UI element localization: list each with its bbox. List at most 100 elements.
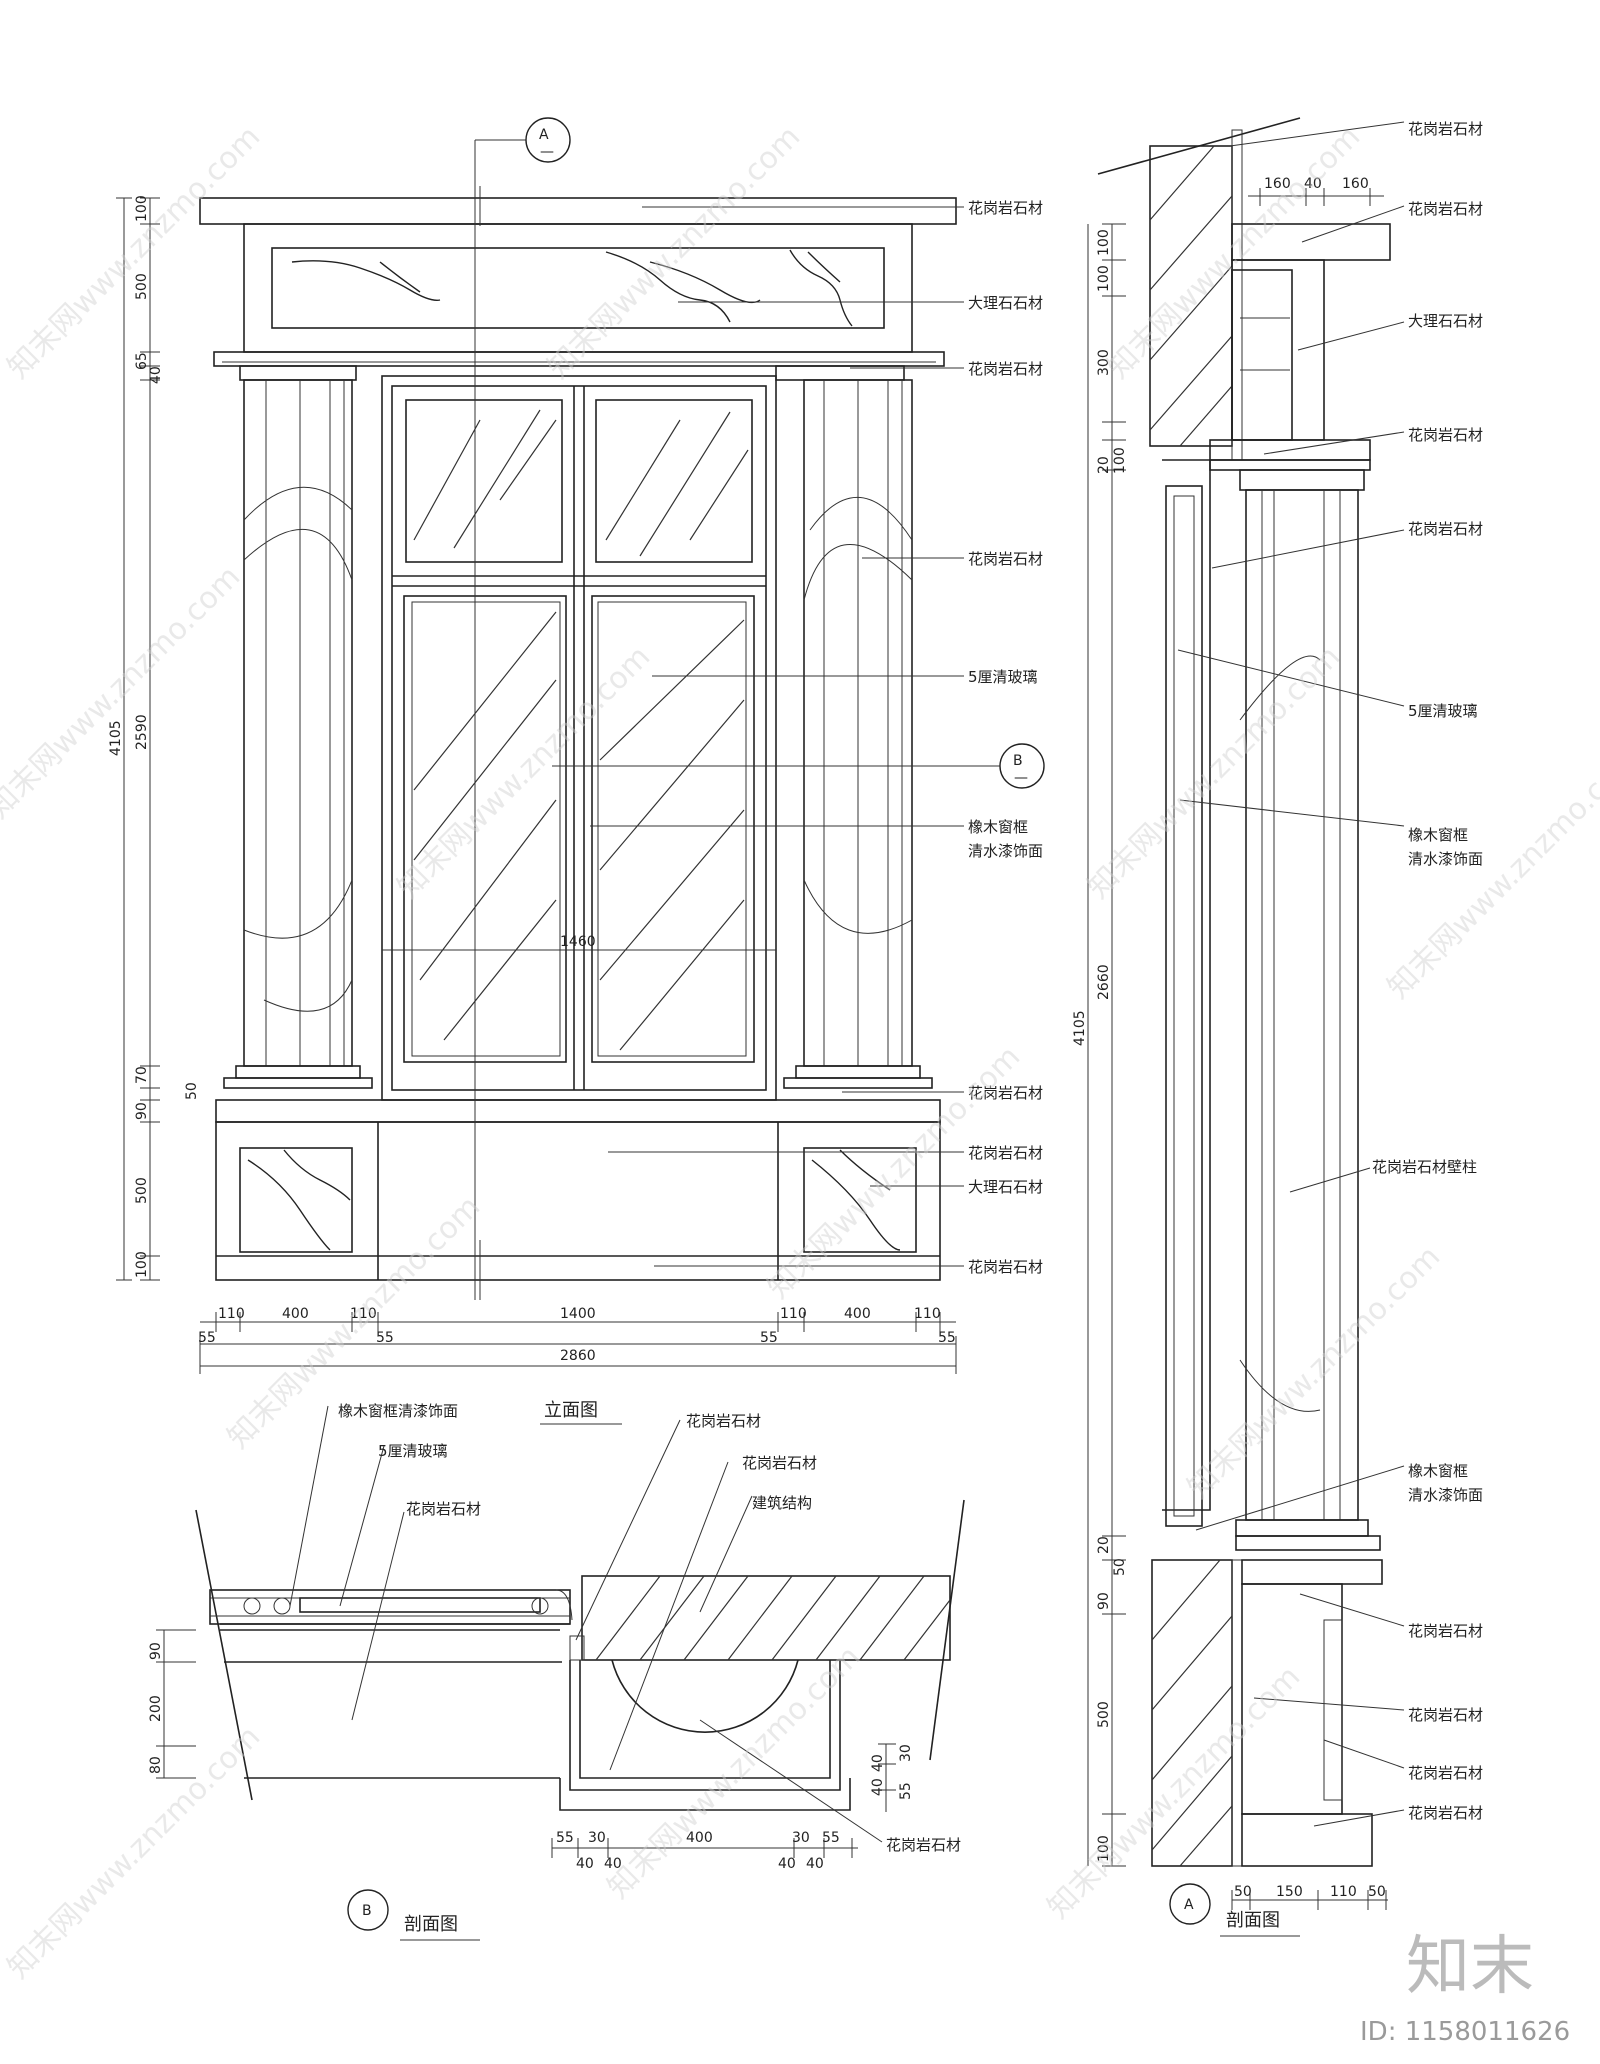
svg-text:40: 40 — [870, 1778, 886, 1796]
label-glass: 5厘清玻璃 — [968, 668, 1038, 686]
svg-text:110: 110 — [780, 1306, 807, 1322]
svg-text:55: 55 — [822, 1830, 840, 1846]
svg-text:40: 40 — [576, 1856, 594, 1872]
section-b-view: 橡木窗框清漆饰面 5厘清玻璃 花岗岩石材 花岗岩石材 花岗岩石材 建筑结构 花岗… — [148, 1402, 965, 1941]
svg-text:55: 55 — [938, 1330, 956, 1346]
watermarks: 知末网www.znzmo.com 知末网www.znzmo.com 知末网www… — [0, 119, 1600, 1985]
svg-text:30: 30 — [898, 1744, 914, 1762]
watermark-1: 知末网www.znzmo.com — [1, 119, 267, 385]
svg-text:55: 55 — [198, 1330, 216, 1346]
watermark-6: 知末网www.znzmo.com — [1081, 639, 1347, 905]
svg-text:55: 55 — [760, 1330, 778, 1346]
label-granite-top: 花岗岩石材 — [968, 199, 1043, 217]
svg-text:90: 90 — [148, 1642, 164, 1660]
svg-text:65: 65 — [134, 352, 150, 370]
svg-text:90: 90 — [134, 1102, 150, 1120]
inner-width-dim: 1460 — [560, 934, 596, 950]
svg-text:40: 40 — [778, 1856, 796, 1872]
label-granite-column: 花岗岩石材 — [968, 550, 1043, 568]
label-a-pilaster: 花岗岩石材壁柱 — [1372, 1158, 1477, 1176]
svg-text:80: 80 — [148, 1756, 164, 1774]
watermark-7: 知末网www.znzmo.com — [1381, 739, 1600, 1005]
label-a-marble: 大理石石材 — [1408, 312, 1483, 330]
section-b-labels: 橡木窗框清漆饰面 5厘清玻璃 花岗岩石材 花岗岩石材 花岗岩石材 建筑结构 花岗… — [338, 1402, 961, 1854]
svg-text:40: 40 — [870, 1754, 886, 1772]
elevation-title: 立面图 — [544, 1400, 598, 1421]
section-b-bottom-dims: 55 30 400 30 55 40 40 40 40 — [556, 1830, 840, 1872]
svg-text:110: 110 — [350, 1306, 377, 1322]
svg-text:70: 70 — [134, 1066, 150, 1084]
svg-text:100: 100 — [1096, 265, 1112, 292]
svg-text:100: 100 — [1112, 447, 1128, 474]
elevation-bottom-dims: 110 400 110 1400 110 400 110 55 55 55 55… — [198, 1306, 956, 1364]
label-frame-line1: 橡木窗框 — [968, 818, 1028, 836]
svg-text:40: 40 — [1304, 176, 1322, 192]
label-granite-base: 花岗岩石材 — [968, 1144, 1043, 1162]
label-a-frame2-l2: 清水漆饰面 — [1408, 1486, 1483, 1504]
label-a-granite-7: 花岗岩石材 — [1408, 1764, 1483, 1782]
label-marble-frieze: 大理石石材 — [968, 294, 1043, 312]
label-b-structure: 建筑结构 — [752, 1494, 812, 1512]
elevation-vertical-dims: 100 500 65 40 2590 70 50 90 500 100 4105 — [108, 195, 200, 1278]
label-a-frame2-l1: 橡木窗框 — [1408, 1462, 1468, 1480]
section-a-view: 花岗岩石材 花岗岩石材 大理石石材 花岗岩石材 花岗岩石材 5厘清玻璃 橡木窗框… — [1072, 117, 1483, 1937]
svg-text:55: 55 — [898, 1782, 914, 1800]
svg-text:400: 400 — [844, 1306, 871, 1322]
label-b-granite-top2: 花岗岩石材 — [742, 1454, 817, 1472]
label-a-granite-4: 花岗岩石材 — [1408, 520, 1483, 538]
svg-text:300: 300 — [1096, 349, 1112, 376]
section-a-overall-height: 4105 — [1072, 1010, 1088, 1046]
brand-logo-text: 知末 — [1406, 1930, 1534, 2004]
svg-text:B: B — [362, 1903, 372, 1919]
section-a-labels: 花岗岩石材 花岗岩石材 大理石石材 花岗岩石材 花岗岩石材 5厘清玻璃 橡木窗框… — [1372, 120, 1483, 1822]
label-a-granite-6: 花岗岩石材 — [1408, 1706, 1483, 1724]
svg-text:100: 100 — [134, 1251, 150, 1278]
section-mark-a-top: A — — [525, 117, 571, 163]
image-id: ID: 1158011626 — [1360, 2017, 1570, 2047]
section-b-mark: B — [347, 1889, 389, 1931]
svg-text:400: 400 — [282, 1306, 309, 1322]
label-a-frame1-l1: 橡木窗框 — [1408, 826, 1468, 844]
overall-height-dim: 4105 — [108, 720, 124, 756]
section-a-top-dims: 160 40 160 — [1264, 176, 1369, 192]
svg-text:40: 40 — [148, 366, 164, 384]
svg-text:200: 200 — [148, 1695, 164, 1722]
svg-text:A: A — [1184, 1897, 1194, 1913]
svg-text:B: B — [1013, 753, 1023, 769]
label-granite-plinth: 花岗岩石材 — [968, 1258, 1043, 1276]
elevation-view: 1460 A — B — 花岗岩石材 大理石石材 花岗 — [108, 117, 1045, 1425]
label-a-granite-8: 花岗岩石材 — [1408, 1804, 1483, 1822]
svg-text:90: 90 — [1096, 1592, 1112, 1610]
svg-text:1400: 1400 — [560, 1306, 596, 1322]
label-a-granite-5: 花岗岩石材 — [1408, 1622, 1483, 1640]
svg-text:50: 50 — [1234, 1884, 1252, 1900]
label-a-frame1-l2: 清水漆饰面 — [1408, 850, 1483, 868]
svg-text:500: 500 — [1096, 1701, 1112, 1728]
label-a-glass: 5厘清玻璃 — [1408, 702, 1478, 720]
label-b-granite-top1: 花岗岩石材 — [686, 1412, 761, 1430]
svg-text:50: 50 — [1368, 1884, 1386, 1900]
section-a-title: 剖面图 — [1226, 1910, 1280, 1931]
svg-text:100: 100 — [1096, 1835, 1112, 1862]
section-b-right-dims: 40 30 40 55 — [870, 1744, 914, 1800]
svg-text:20: 20 — [1096, 1536, 1112, 1554]
watermark-3: 知末网www.znzmo.com — [1101, 119, 1367, 385]
section-a-vertical-dims: 100 100 300 20 100 2660 20 50 90 500 100… — [1072, 229, 1128, 1862]
svg-text:110: 110 — [1330, 1884, 1357, 1900]
watermark-12: 知末网www.znzmo.com — [601, 1639, 867, 1905]
section-a-mark: A — [1169, 1883, 1211, 1925]
label-b-frame: 橡木窗框清漆饰面 — [338, 1402, 458, 1420]
section-b-title: 剖面图 — [404, 1914, 458, 1935]
label-a-granite-2: 花岗岩石材 — [1408, 200, 1483, 218]
svg-text:2660: 2660 — [1096, 964, 1112, 1000]
watermark-11: 知末网www.znzmo.com — [1, 1719, 267, 1985]
label-granite-cornice: 花岗岩石材 — [968, 360, 1043, 378]
svg-text:30: 30 — [588, 1830, 606, 1846]
svg-text:20: 20 — [1096, 456, 1112, 474]
watermark-2: 知末网www.znzmo.com — [541, 119, 807, 385]
svg-text:100: 100 — [134, 195, 150, 222]
watermark-5: 知末网www.znzmo.com — [391, 639, 657, 905]
label-a-granite-1: 花岗岩石材 — [1408, 120, 1483, 138]
section-mark-b-side: B — — [999, 743, 1045, 789]
